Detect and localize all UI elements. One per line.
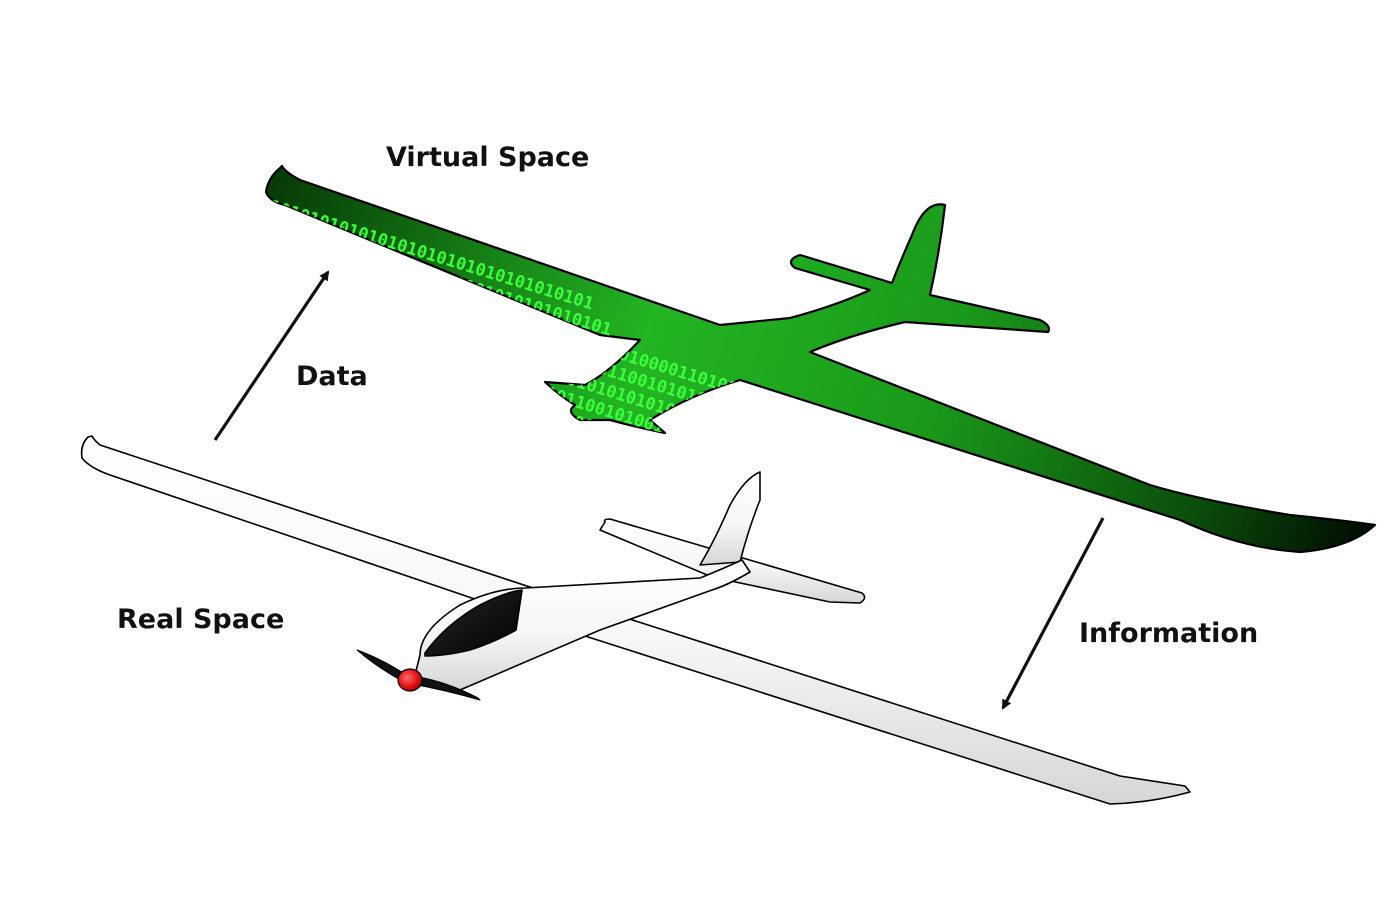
- data-label: Data: [296, 361, 368, 392]
- data-arrow: [213, 270, 330, 441]
- binary-row: 0101010101010101010101010101010101010101: [199, 176, 596, 315]
- real-plane: [80, 435, 1191, 805]
- real-plane-canopy: [424, 589, 523, 657]
- virtual-plane-silhouette: [264, 164, 1377, 554]
- real-plane-vertical-fin: [699, 471, 761, 566]
- real-plane-propeller-blade: [411, 675, 481, 701]
- virtual-plane: 0101010101010101010101010101010101010101…: [199, 164, 1377, 554]
- information-arrow: [1001, 517, 1105, 710]
- real-plane-spinner: [397, 668, 423, 692]
- information-label: Information: [1079, 618, 1258, 649]
- real-space-label: Real Space: [117, 604, 284, 635]
- real-plane-main-wing: [80, 435, 1191, 805]
- virtual-space-label: Virtual Space: [386, 142, 589, 173]
